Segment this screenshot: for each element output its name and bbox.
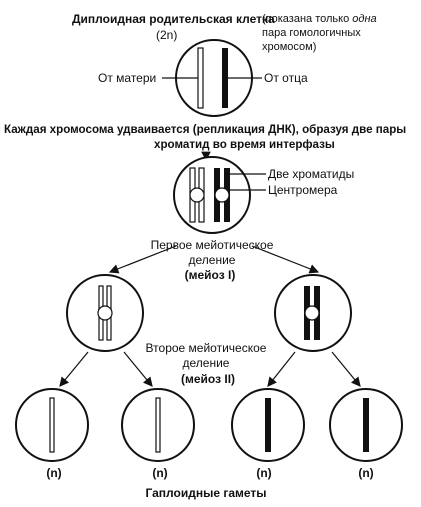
from-father-label: От отца <box>264 71 308 85</box>
meiosis1-caption-line-1: Первое мейотическое <box>150 238 274 252</box>
haploid-gametes-caption: Гаплоидные гаметы <box>145 486 267 500</box>
gamete-2-ploidy: (n) <box>152 466 168 480</box>
meiosis1-paternal-chromatids <box>304 286 320 340</box>
maternal-chromosome <box>197 47 204 109</box>
maternal-chromatids <box>189 167 205 223</box>
meiosis1-maternal-chromatids <box>97 285 113 341</box>
replication-caption-line-2: хроматид во время интерфазы <box>154 138 335 151</box>
arrow-meiosis1-left <box>108 245 177 274</box>
gamete-3-chromosome <box>265 398 271 452</box>
two-chromatids-label: Две хроматиды <box>268 167 355 181</box>
gamete-2-chromosome <box>155 397 161 453</box>
meiosis2-caption-line-2: деление <box>182 356 230 370</box>
meiosis2-caption-line-1: Второе мейотическое <box>145 341 267 355</box>
arrow-meiosis2-1 <box>59 351 89 387</box>
note-line-1-text: (показана только <box>262 13 353 25</box>
parent-cell-title: Диплоидная родительская клетка <box>72 12 275 26</box>
meiosis1-caption-line-3: (мейоз I) <box>184 268 236 282</box>
paternal-chromatids <box>214 168 230 222</box>
meiosis1-caption-line-2: деление <box>188 253 236 267</box>
arrow-meiosis2-4 <box>331 351 361 387</box>
gamete-1-chromosome <box>49 397 55 453</box>
note-line-3: хромосом) <box>262 41 317 53</box>
note-line-1-italic: одна <box>352 13 377 25</box>
from-mother-label: От матери <box>98 71 157 85</box>
arrow-meiosis2-3 <box>267 351 296 387</box>
arrow-meiosis1-right <box>251 245 320 274</box>
centromere-label: Центромера <box>268 183 338 197</box>
meiosis2-caption-line-3: (мейоз II) <box>180 372 236 386</box>
gamete-4-ploidy: (n) <box>358 466 374 480</box>
note-line-1: (показана только одна <box>262 13 377 26</box>
note-line-2: пара гомологичных <box>262 27 361 39</box>
gamete-3-ploidy: (n) <box>256 466 272 480</box>
interphase-cell <box>173 156 251 234</box>
parent-ploidy: (2n) <box>156 28 178 42</box>
replication-caption-line-1: Каждая хромосома удваивается (репликация… <box>4 123 407 136</box>
paternal-chromosome <box>222 48 228 108</box>
arrow-meiosis2-2 <box>123 351 153 387</box>
gamete-4-chromosome <box>363 398 369 452</box>
gamete-1-ploidy: (n) <box>46 466 62 480</box>
